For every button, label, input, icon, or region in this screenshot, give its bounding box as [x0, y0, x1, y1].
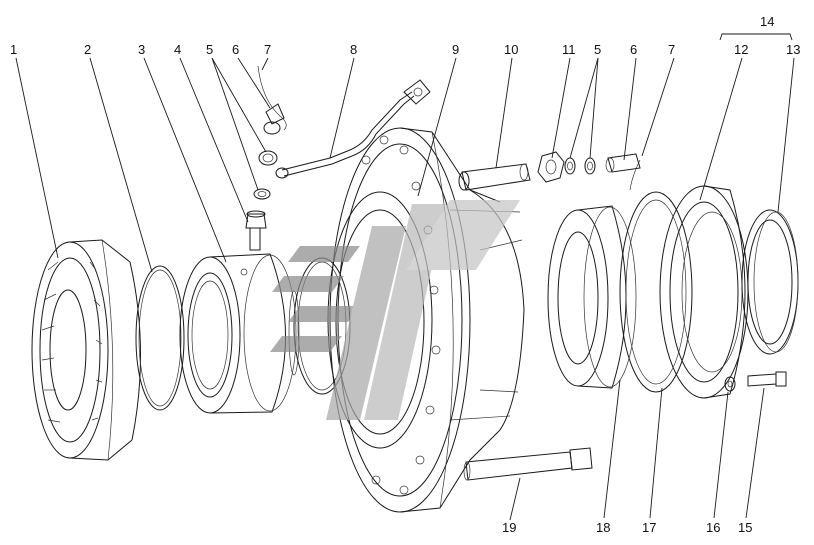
callout-11: 11	[562, 42, 576, 57]
callout-5-left: 5	[206, 42, 213, 57]
part-13-seal	[741, 209, 799, 355]
callout-12: 12	[734, 42, 748, 57]
callout-6-left: 6	[232, 42, 239, 57]
part-19-long-bolt	[463, 447, 593, 481]
part-10-pin	[458, 163, 531, 191]
part-5-washers-left	[253, 150, 278, 200]
part-16-washer	[724, 376, 736, 392]
callout-6-right: 6	[630, 42, 637, 57]
callout-15: 15	[738, 520, 752, 535]
callout-1: 1	[10, 42, 17, 57]
callout-8: 8	[350, 42, 357, 57]
callout-13: 13	[786, 42, 800, 57]
part-12-cover	[659, 185, 749, 399]
part-11-nut	[537, 151, 565, 183]
callout-4: 4	[174, 42, 181, 57]
part-17-gasket	[619, 191, 693, 393]
callout-14: 14	[760, 14, 774, 29]
watermark-logo	[270, 200, 520, 420]
callout-19: 19	[502, 520, 516, 535]
part-8-tube	[275, 79, 431, 179]
callout-3: 3	[138, 42, 145, 57]
callout-labels: 1 2 3 4 5 6 7 8 9 10 11 5 6 7 14 12 13 1…	[10, 14, 800, 535]
part-4-bolt	[245, 210, 267, 251]
part-6-7-fitting-right	[605, 153, 641, 191]
callout-7-right: 7	[668, 42, 675, 57]
callout-2: 2	[84, 42, 91, 57]
callout-16: 16	[706, 520, 720, 535]
part-15-bolt	[747, 371, 787, 387]
part-3-threaded-sleeve	[179, 253, 300, 414]
part-18-bearing	[547, 205, 637, 389]
part-2-ring	[135, 265, 185, 411]
part-5-washers-right	[564, 157, 596, 175]
callout-17: 17	[642, 520, 656, 535]
callout-18: 18	[596, 520, 610, 535]
callout-10: 10	[504, 42, 518, 57]
part-6-7-fitting-left	[257, 65, 287, 135]
part-1-bearing	[31, 239, 141, 461]
callout-5-right: 5	[594, 42, 601, 57]
callout-7-left: 7	[264, 42, 271, 57]
callout-9: 9	[452, 42, 459, 57]
leader-lines	[15, 33, 795, 521]
